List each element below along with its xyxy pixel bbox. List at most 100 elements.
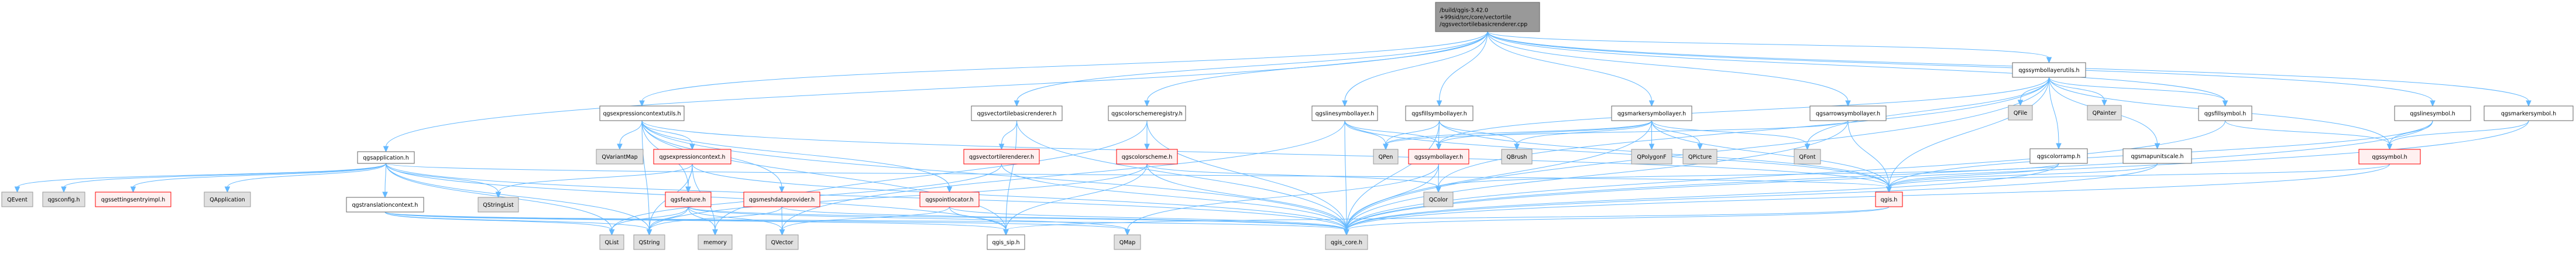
node-qgssymbollayerutils[interactable]: qgssymbollayerutils.h	[2012, 62, 2086, 78]
node-QFile[interactable]: QFile	[2008, 105, 2033, 121]
node-qgslinesymbollayer[interactable]: qgslinesymbollayer.h	[1311, 105, 1378, 121]
node-qgslinesymbol[interactable]: qgslinesymbol.h	[2394, 105, 2471, 121]
node-box[interactable]	[1809, 105, 1887, 121]
node-box[interactable]	[596, 149, 644, 165]
node-qgsvectortilerenderer[interactable]: qgsvectortilerenderer.h	[963, 149, 1040, 165]
node-qgsmapunitscale[interactable]: qgsmapunitscale.h	[2122, 148, 2192, 164]
node-box[interactable]	[204, 192, 251, 207]
node-qgsmarkersymbollayer[interactable]: qgsmarkersymbollayer.h	[1611, 105, 1692, 121]
node-qgssettingsentryimpl[interactable]: qgssettingsentryimpl.h	[95, 192, 171, 207]
node-qgssymbollayer[interactable]: qgssymbollayer.h	[1408, 149, 1469, 165]
node-qgsfillsymbol[interactable]: qgsfillsymbol.h	[2198, 105, 2252, 121]
node-box[interactable]	[1, 192, 33, 207]
node-box[interactable]	[599, 105, 685, 121]
node-box[interactable]	[1311, 105, 1378, 121]
node-QApplication[interactable]: QApplication	[204, 192, 251, 207]
node-box[interactable]	[1875, 192, 1903, 207]
node-box[interactable]	[665, 192, 712, 207]
node-box[interactable]	[1611, 105, 1692, 121]
node-box[interactable]	[1108, 105, 1186, 121]
node-box[interactable]	[1405, 105, 1474, 121]
node-QEvent[interactable]: QEvent	[1, 192, 33, 207]
node-box[interactable]	[42, 192, 85, 207]
node-box[interactable]	[599, 234, 624, 250]
node-QPen[interactable]: QPen	[1373, 149, 1399, 165]
node-qgis[interactable]: qgis.h	[1875, 192, 1903, 207]
node-qgscolorramp[interactable]: qgscolorramp.h	[2029, 148, 2088, 164]
node-qgsfeature[interactable]: qgsfeature.h	[665, 192, 712, 207]
node-qgsexpressioncontextutils[interactable]: qgsexpressioncontextutils.h	[599, 105, 685, 121]
node-qgsmeshdataprovider[interactable]: qgsmeshdataprovider.h	[743, 192, 820, 207]
node-memory[interactable]: memory	[698, 234, 733, 250]
node-box[interactable]	[765, 234, 799, 250]
node-box[interactable]	[2394, 105, 2471, 121]
edge-qgslinesymbollayer-to-qgis	[1344, 120, 1890, 188]
node-QList[interactable]: QList	[599, 234, 624, 250]
node-qgsarrowsymbollayer[interactable]: qgsarrowsymbollayer.h	[1809, 105, 1887, 121]
edge-qgsmarkersymbollayer-to-QPen	[1385, 120, 1652, 145]
node-QPicture[interactable]: QPicture	[1682, 149, 1718, 165]
node-QColor[interactable]: QColor	[1423, 192, 1454, 207]
node-box[interactable]	[971, 105, 1063, 121]
node-qgsfillsymbollayer[interactable]: qgsfillsymbollayer.h	[1405, 105, 1474, 121]
node-qgsvectortilebasicrenderer_h[interactable]: qgsvectortilebasicrenderer.h	[971, 105, 1063, 121]
node-box[interactable]	[987, 234, 1025, 250]
node-box[interactable]	[653, 149, 731, 165]
node-qgspointlocator[interactable]: qgspointlocator.h	[919, 192, 980, 207]
node-qgsconfig[interactable]: qgsconfig.h	[42, 192, 85, 207]
node-box[interactable]	[2484, 105, 2574, 121]
node-box[interactable]	[357, 151, 415, 164]
node-box[interactable]	[1325, 234, 1368, 250]
node-box[interactable]	[2029, 148, 2088, 164]
node-box[interactable]	[1423, 192, 1454, 207]
node-box[interactable]	[1501, 149, 1533, 165]
node-box[interactable]	[1408, 149, 1469, 165]
node-box[interactable]	[1373, 149, 1399, 165]
node-box[interactable]	[2087, 105, 2122, 121]
node-box[interactable]	[346, 197, 424, 213]
node-box[interactable]	[2012, 62, 2086, 78]
node-qgsexpressioncontext[interactable]: qgsexpressioncontext.h	[653, 149, 731, 165]
node-QString[interactable]: QString	[633, 234, 665, 250]
node-qgis_core[interactable]: qgis_core.h	[1325, 234, 1368, 250]
node-QFont[interactable]: QFont	[1794, 149, 1821, 165]
node-box[interactable]	[95, 192, 171, 207]
node-label: qgslinesymbol.h	[2410, 111, 2455, 117]
node-box[interactable]	[743, 192, 820, 207]
node-box[interactable]	[2008, 105, 2033, 121]
node-qgscolorschemeregistry[interactable]: qgscolorschemeregistry.h	[1108, 105, 1186, 121]
node-QVector[interactable]: QVector	[765, 234, 799, 250]
node-box[interactable]	[2198, 105, 2252, 121]
node-box[interactable]	[1794, 149, 1821, 165]
node-qgsapplication[interactable]: qgsapplication.h	[357, 151, 415, 164]
node-root[interactable]: /build/qgis-3.42.0+99sid/src/core/vector…	[1435, 2, 1540, 32]
node-box[interactable]	[2358, 149, 2421, 165]
node-box[interactable]	[1435, 2, 1540, 32]
node-QVariantMap[interactable]: QVariantMap	[596, 149, 644, 165]
node-QMap[interactable]: QMap	[1114, 234, 1141, 250]
node-box[interactable]	[963, 149, 1040, 165]
node-QPolygonF[interactable]: QPolygonF	[1631, 149, 1672, 165]
node-qgis_sip[interactable]: qgis_sip.h	[987, 234, 1025, 250]
node-label: qgsexpressioncontextutils.h	[603, 111, 681, 117]
node-qgscolorscheme[interactable]: qgscolorscheme.h	[1116, 149, 1178, 165]
node-label: QFile	[2014, 110, 2028, 117]
node-QPainter[interactable]: QPainter	[2087, 105, 2122, 121]
node-box[interactable]	[1682, 149, 1718, 165]
node-QBrush[interactable]: QBrush	[1501, 149, 1533, 165]
node-box[interactable]	[919, 192, 980, 207]
node-qgstranslationcontext[interactable]: qgstranslationcontext.h	[346, 197, 424, 213]
node-box[interactable]	[2122, 148, 2192, 164]
node-box[interactable]	[633, 234, 665, 250]
node-qgssymbol[interactable]: qgssymbol.h	[2358, 149, 2421, 165]
node-label: qgsfillsymbol.h	[2204, 111, 2247, 117]
node-label: QPen	[1379, 154, 1393, 160]
node-box[interactable]	[1114, 234, 1141, 250]
edge-qgsvectortilebasicrenderer_h-to-qgis_core	[1016, 120, 1347, 231]
node-box[interactable]	[1116, 149, 1178, 165]
node-box[interactable]	[698, 234, 733, 250]
node-box[interactable]	[478, 197, 519, 213]
node-box[interactable]	[1631, 149, 1672, 165]
node-qgsmarkersymbol[interactable]: qgsmarkersymbol.h	[2484, 105, 2574, 121]
node-QStringList[interactable]: QStringList	[478, 197, 519, 213]
